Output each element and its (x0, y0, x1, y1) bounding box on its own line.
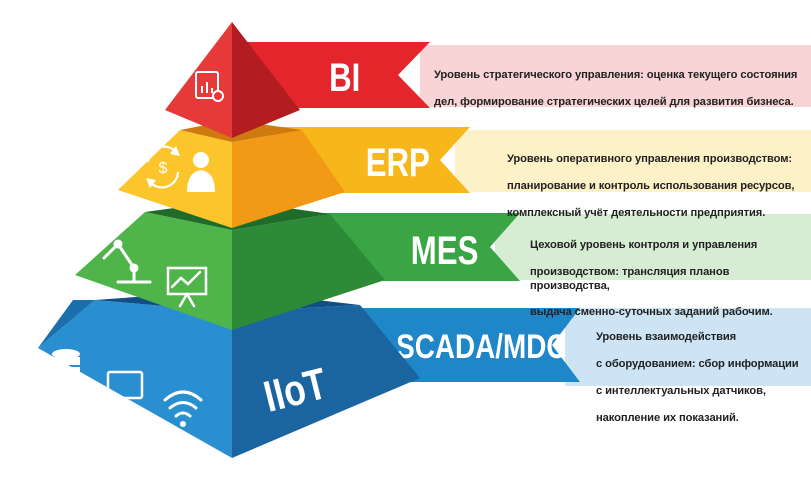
mes-description-panel (495, 214, 811, 280)
base-front-face (38, 300, 232, 458)
erp-right-face (232, 130, 345, 228)
chart-report-icon (195, 71, 224, 102)
mes-description: Цеховой уровень контроля и управления пр… (530, 226, 808, 333)
bi-label: BI (329, 55, 360, 100)
mes-description-line: производством: трансляция планов произво… (530, 266, 730, 292)
bi-description-line: дел, формирование стратегических целей д… (434, 96, 794, 109)
erp-description-line: планирование и контроль использования ре… (507, 180, 795, 193)
pyramid-tier-bi (165, 22, 300, 138)
database-search-icon (52, 349, 96, 406)
bi-description-line: Уровень стратегического управления: оцен… (434, 69, 798, 82)
bi-description: Уровень стратегического управления: оцен… (434, 56, 804, 123)
erp-description: Уровень оперативного управления производ… (507, 140, 807, 234)
scada-label: SCADA/MDC (396, 327, 566, 365)
mes-description-line: Цеховой уровень контроля и управления (530, 239, 758, 252)
scada-description-panel (565, 308, 811, 386)
base-right-face (232, 305, 420, 458)
svg-text:$: $ (159, 160, 168, 177)
scada-row: SCADA/MDC (350, 308, 811, 386)
scada-description-line: с интеллектуальных датчиков, (596, 385, 766, 398)
mes-description-line: выдача сменно-суточных заданий рабочим. (530, 306, 773, 319)
scada-description-line: с оборудованием: сбор информации (596, 358, 799, 371)
mes-front-face (75, 212, 232, 330)
base-left-top (38, 300, 95, 348)
erp-label: ERP (366, 140, 430, 185)
bi-description-panel (420, 45, 811, 107)
mes-label: MES (411, 228, 479, 273)
monitor-icon (106, 370, 144, 412)
dollar-cycle-icon: $ (146, 145, 180, 189)
scada-description: Уровень взаимодействия с оборудованием: … (596, 318, 808, 439)
bi-front-face (165, 22, 232, 138)
erp-description-panel (455, 130, 811, 192)
erp-description-line: комплексный учёт деятельности предприяти… (507, 207, 766, 220)
bi-right-face (232, 22, 300, 138)
wifi-icon (163, 390, 203, 427)
robot-arm-icon (102, 239, 152, 284)
manager-icon (187, 152, 215, 192)
scada-description-line: Уровень взаимодействия (596, 331, 737, 344)
presentation-board-icon (166, 266, 208, 308)
erp-description-line: Уровень оперативного управления производ… (507, 153, 793, 166)
scada-description-line: накопление их показаний. (596, 411, 739, 424)
mes-right-face (232, 214, 385, 330)
